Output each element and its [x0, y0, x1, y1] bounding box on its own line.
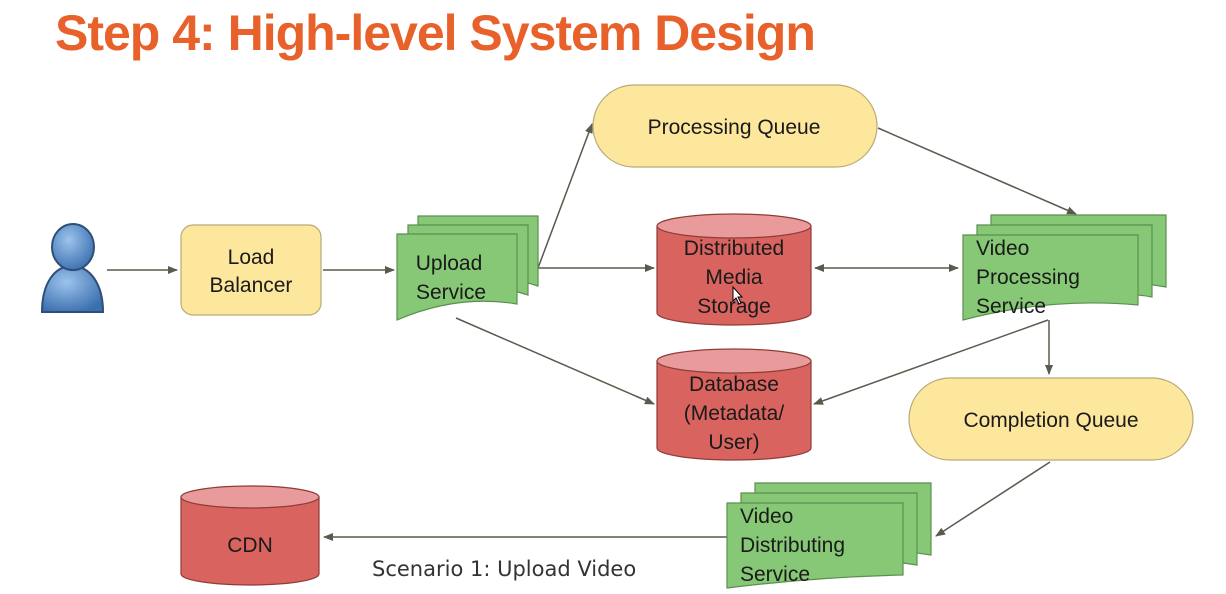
- database-label-1: Database: [689, 373, 779, 396]
- load-balancer-label-2: Balancer: [210, 274, 293, 297]
- page-title: Step 4: High-level System Design: [55, 5, 816, 61]
- storage-label-3: Storage: [697, 295, 771, 318]
- database-label-2: (Metadata/: [684, 402, 785, 425]
- vds-label-3: Service: [740, 563, 810, 586]
- vps-label-1: Video: [976, 237, 1029, 260]
- cdn-node: CDN: [180, 485, 320, 586]
- storage-label-2: Media: [705, 266, 763, 289]
- database-label-3: User): [708, 431, 759, 454]
- completion-queue-node: Completion Queue: [908, 377, 1194, 461]
- processing-queue-node: Processing Queue: [592, 84, 878, 168]
- vds-label-2: Distributing: [740, 534, 845, 557]
- upload-service-label-2: Service: [416, 281, 486, 304]
- edge-vps-to-database: [813, 319, 1049, 405]
- edge-processing-queue-to-vps: [877, 127, 1077, 215]
- upload-service-node: Upload Service: [396, 215, 539, 321]
- completion-queue-label: Completion Queue: [963, 409, 1138, 432]
- distributed-media-storage-node: Distributed Media Storage: [656, 213, 812, 326]
- scenario-caption: Scenario 1: Upload Video: [372, 557, 636, 581]
- vps-label-2: Processing: [976, 266, 1080, 289]
- user-icon: [40, 223, 105, 313]
- edge-upload-to-processing-queue: [537, 123, 593, 269]
- edges: [107, 123, 1077, 541]
- cdn-label: CDN: [227, 534, 273, 557]
- database-node: Database (Metadata/ User): [656, 348, 812, 461]
- edge-upload-to-database: [455, 317, 655, 405]
- video-distributing-service-node: Video Distributing Service: [726, 482, 932, 589]
- edge-completion-queue-to-vds: [935, 461, 1051, 537]
- vps-label-3: Service: [976, 295, 1046, 318]
- load-balancer-node: Load Balancer: [180, 224, 322, 316]
- vds-label-1: Video: [740, 505, 793, 528]
- upload-service-label-1: Upload: [416, 252, 483, 275]
- load-balancer-label-1: Load: [228, 246, 275, 269]
- processing-queue-label: Processing Queue: [648, 116, 821, 139]
- storage-label-1: Distributed: [684, 237, 784, 260]
- cursor-icon: [732, 285, 744, 305]
- video-processing-service-node: Video Processing Service: [962, 214, 1167, 321]
